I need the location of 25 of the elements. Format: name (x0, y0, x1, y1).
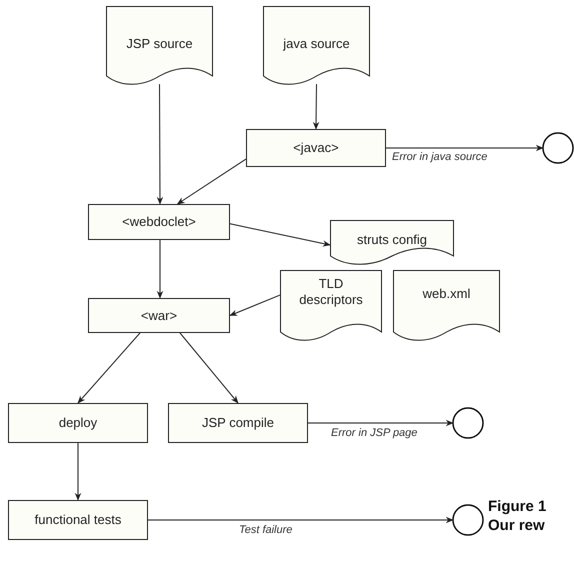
end-circle (452, 504, 484, 536)
end-circle (452, 407, 484, 439)
arrow (148, 516, 454, 524)
edge-label: Error in JSP page (330, 427, 418, 439)
arrow (176, 158, 246, 204)
edge-label: Test failure (238, 524, 294, 536)
end-circle (542, 132, 574, 164)
arrow (77, 332, 140, 404)
figure-caption: Figure 1 Our rew (488, 498, 548, 536)
arrow (230, 223, 331, 247)
process-box: <webdoclet> (88, 204, 230, 240)
arrow (386, 144, 544, 152)
process-box: functional tests (8, 500, 148, 540)
process-box: <javac> (246, 129, 386, 167)
arrow (308, 420, 454, 426)
arrow (312, 84, 320, 130)
arrow (74, 442, 82, 501)
process-box: deploy (8, 403, 148, 443)
arrow (156, 240, 164, 299)
arrow (156, 84, 164, 205)
edge-label: Error in java source (391, 151, 488, 163)
arrow (180, 332, 238, 404)
arrow (229, 294, 280, 316)
process-box: JSP compile (168, 403, 308, 443)
process-box: <war> (88, 298, 230, 333)
